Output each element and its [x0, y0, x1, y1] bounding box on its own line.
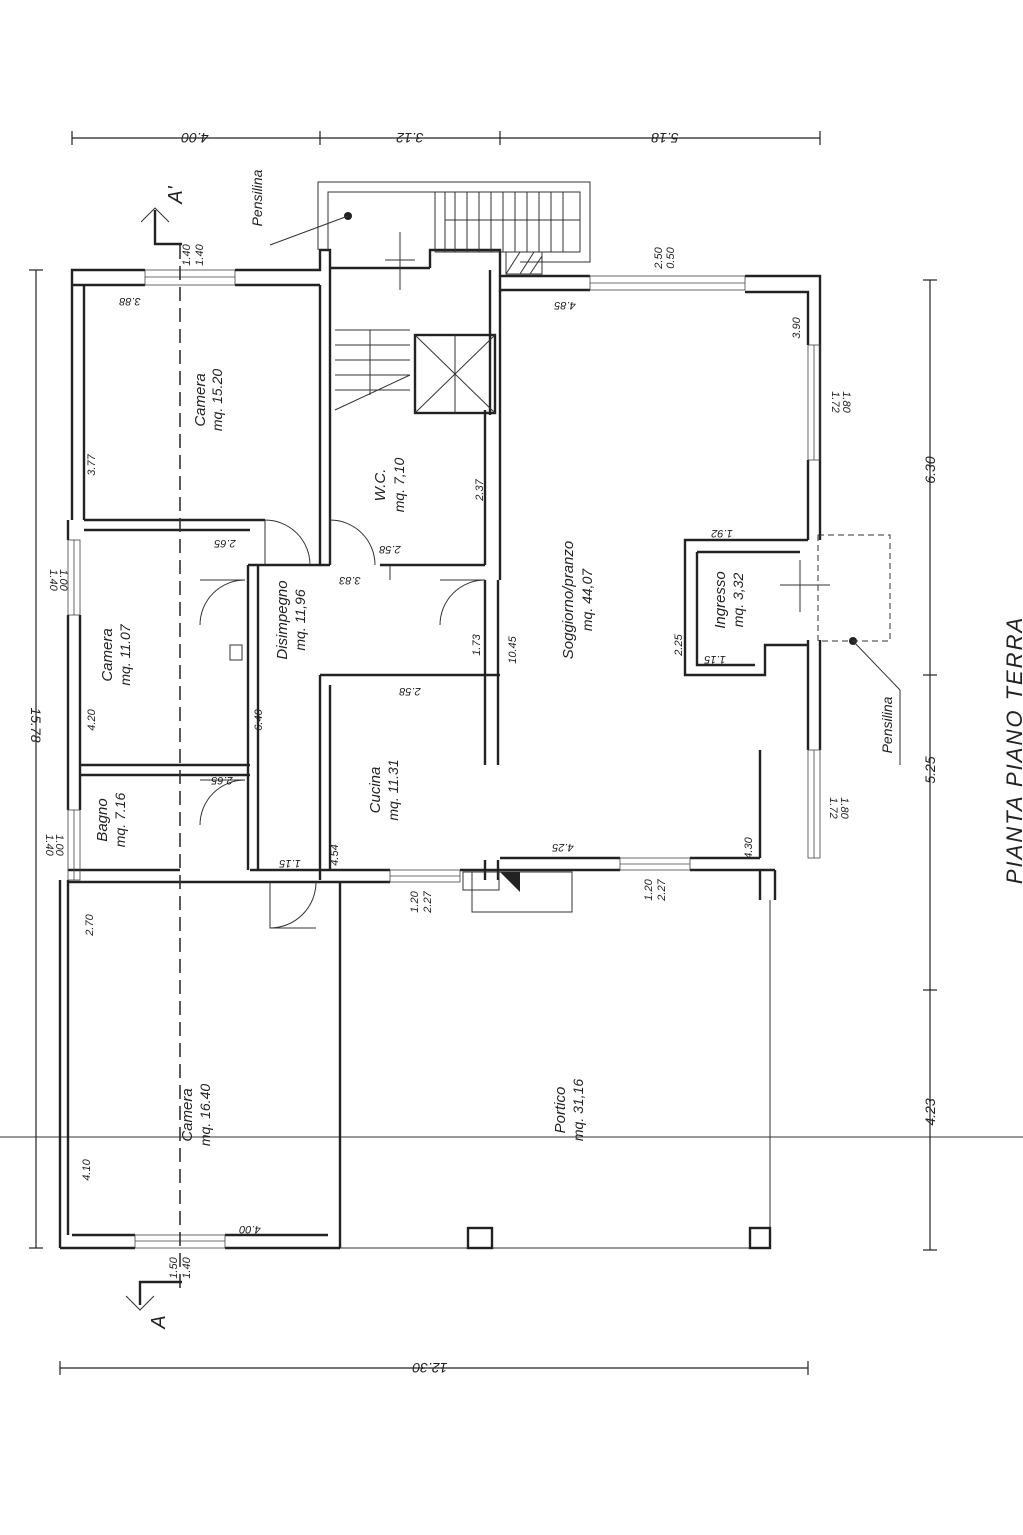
- room-area: mq. 11.31: [385, 759, 401, 820]
- room-disimpegno: Disimpegno mq. 11,96: [274, 580, 308, 659]
- room-area: mq. 16.40: [197, 1084, 213, 1146]
- dim-left-total: 15.78: [28, 707, 44, 742]
- dim-label: 3.77: [86, 453, 98, 475]
- room-bagno: Bagno mq. 7.16: [94, 793, 128, 848]
- dim-label: 1.72: [829, 391, 841, 412]
- room-ingresso: Ingresso mq. 3,32: [712, 571, 746, 629]
- dim-top-2: 3.12: [396, 130, 423, 146]
- dim-label: 1.73: [471, 633, 483, 655]
- room-name: Ingresso: [712, 571, 729, 629]
- doors: [199, 519, 486, 929]
- dim-label: 6.40: [253, 708, 265, 730]
- dim-label: 2.58: [398, 685, 421, 697]
- dim-label: 2.25: [673, 633, 685, 656]
- room-name: Soggiorno/pranzo: [560, 541, 577, 659]
- dim-label: 1.40: [47, 569, 59, 591]
- dim-label: 3.88: [118, 295, 140, 307]
- room-name: Camera: [179, 1088, 196, 1141]
- room-name: Camera: [192, 373, 209, 426]
- dim-label: 1.15: [278, 857, 300, 869]
- room-camera-3: Camera mq. 16.40: [179, 1084, 213, 1146]
- dim-label: 2.65: [210, 774, 233, 786]
- dim-label: 1.50: [168, 1256, 180, 1278]
- canopy-label-right: Pensilina: [879, 696, 895, 753]
- section-mark-top: A': [165, 185, 187, 204]
- room-name: Bagno: [94, 798, 111, 841]
- room-area: mq. 11,96: [292, 589, 308, 650]
- dim-label: 1.40: [194, 243, 206, 265]
- section-mark-bottom: A: [148, 1315, 170, 1329]
- interior-dimension-labels: 3.88 3.77 2.65 1.40 1.00 4.20 2.65 1.40 …: [43, 243, 852, 1278]
- room-area: mq. 15.20: [209, 369, 225, 431]
- canopy-label-top: Pensilina: [249, 169, 265, 226]
- dim-label: 1.40: [181, 243, 193, 265]
- dim-label: 2.58: [378, 543, 401, 555]
- walls: [58, 248, 822, 1250]
- top-dimension-labels: 4.00 3.12 5.18: [181, 130, 678, 146]
- plan-title: PIANTA PIANO TERRA: [1002, 616, 1023, 884]
- dim-label: 3.90: [791, 316, 803, 338]
- dim-label: 3.83: [338, 574, 360, 586]
- dim-label: 1.00: [57, 569, 69, 591]
- staircase: [269, 181, 591, 913]
- dim-label: 4.54: [329, 844, 341, 865]
- dim-label: 1.80: [838, 797, 850, 819]
- dim-label: 2.70: [84, 913, 96, 936]
- dim-label: 4.30: [743, 836, 755, 858]
- dim-label: 1.15: [703, 653, 725, 665]
- dim-bottom-total: 12.30: [412, 1360, 447, 1376]
- dim-label: 1.40: [43, 834, 55, 856]
- dim-label: 4.85: [553, 299, 575, 311]
- dim-label: 4.10: [81, 1158, 93, 1180]
- room-soggiorno: Soggiorno/pranzo mq. 44,07: [560, 541, 595, 659]
- dim-label: 2.50: [653, 246, 665, 269]
- room-camera-2: Camera mq. 11.07: [99, 623, 133, 685]
- room-name: W.C.: [372, 469, 389, 502]
- dim-label: 4.20: [86, 708, 98, 730]
- dim-label: 0.50: [665, 246, 677, 268]
- dim-top-3: 5.18: [651, 130, 678, 146]
- room-portico: Portico mq. 31,16: [552, 1079, 586, 1141]
- room-camera-1: Camera mq. 15.20: [192, 369, 225, 431]
- room-name: Cucina: [367, 767, 384, 814]
- dim-top-1: 4.00: [181, 130, 208, 146]
- dim-label: 2.27: [656, 878, 668, 901]
- dim-label: 10.45: [507, 635, 519, 663]
- dim-label: 2.27: [422, 890, 434, 913]
- dim-label: 1.92: [711, 527, 732, 539]
- room-area: mq. 31,16: [570, 1079, 586, 1141]
- room-area: mq. 7.16: [112, 793, 128, 848]
- room-area: mq. 44,07: [579, 568, 595, 631]
- room-area: mq. 11.07: [117, 623, 133, 685]
- room-cucina: Cucina mq. 11.31: [367, 759, 401, 820]
- room-area: mq. 7,10: [391, 458, 407, 513]
- dimension-lines: [0, 131, 1023, 1375]
- room-area: mq. 3,32: [730, 573, 746, 628]
- room-wc: W.C. mq. 7,10: [372, 458, 407, 513]
- dim-right-1: 6.30: [922, 456, 938, 483]
- dim-label: 2.65: [213, 537, 236, 549]
- dim-label: 1.20: [643, 878, 655, 900]
- dim-label: 1.00: [53, 834, 65, 856]
- room-name: Camera: [99, 628, 116, 681]
- dim-label: 1.72: [827, 797, 839, 818]
- dim-right-3: 4.23: [922, 1098, 938, 1125]
- dim-label: 4.00: [238, 1223, 260, 1235]
- room-name: Disimpegno: [274, 580, 291, 659]
- room-name: Portico: [552, 1087, 569, 1134]
- dim-label: 2.37: [474, 478, 486, 501]
- dim-label: 1.20: [409, 890, 421, 912]
- section-axis: [125, 207, 901, 1311]
- dim-label: 1.40: [181, 1256, 193, 1278]
- right-dimension-labels: 6.30 5.25 4.23: [922, 456, 938, 1125]
- dim-label: 1.80: [840, 391, 852, 413]
- dim-right-2: 5.25: [922, 756, 938, 783]
- dim-label: 4.25: [551, 841, 573, 853]
